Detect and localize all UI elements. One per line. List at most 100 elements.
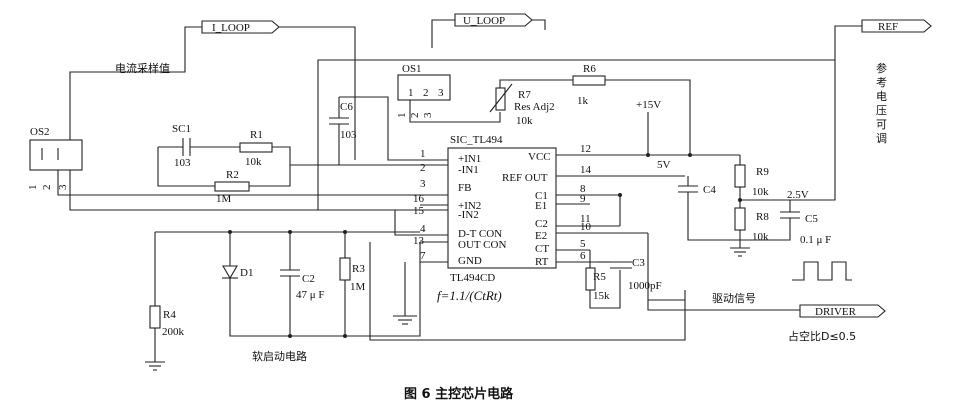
svg-text:D-T CON: D-T CON [458, 228, 502, 240]
svg-text:10k: 10k [752, 231, 769, 243]
r6-resistor: R6 1k [572, 63, 606, 107]
drive-signal-note: 驱动信号 [712, 292, 756, 305]
svg-text:1: 1 [27, 185, 39, 191]
svg-text:REF OUT: REF OUT [502, 172, 548, 184]
current-sample-note: 电流采样值 [115, 61, 170, 75]
svg-text:+IN1: +IN1 [458, 153, 481, 165]
svg-text:47 μ F: 47 μ F [296, 289, 325, 301]
svg-text:C6: C6 [340, 101, 353, 113]
r3-resistor: R3 1M [339, 257, 366, 293]
svg-text:3: 3 [420, 178, 426, 190]
svg-text:2: 2 [41, 185, 53, 191]
svg-text:3: 3 [57, 184, 69, 190]
svg-text:调: 调 [876, 132, 887, 145]
tl494-chip: SIC_TL494 TL494CD +IN1 -IN1 FB +IN2 -IN2… [447, 134, 557, 284]
svg-text:16: 16 [413, 193, 425, 205]
svg-text:R1: R1 [250, 129, 263, 141]
svg-text:OUT CON: OUT CON [458, 239, 506, 251]
svg-text:R5: R5 [593, 271, 606, 283]
svg-text:电: 电 [876, 90, 887, 103]
c5-capacitor: C5 0.1 μ F [780, 211, 831, 246]
svg-text:可: 可 [876, 118, 887, 131]
svg-text:103: 103 [174, 157, 191, 169]
v5-label: 5V [657, 159, 671, 171]
svg-text:-IN2: -IN2 [458, 209, 479, 221]
svg-text:DRIVER: DRIVER [815, 306, 857, 318]
svg-text:3: 3 [422, 112, 434, 118]
svg-text:R3: R3 [352, 263, 365, 275]
svg-text:OS1: OS1 [402, 63, 422, 75]
pwm-wave-icon [792, 261, 852, 281]
c6-capacitor: C6 103 [329, 101, 357, 141]
svg-text:U_LOOP: U_LOOP [463, 15, 505, 27]
svg-text:R7: R7 [518, 89, 531, 101]
svg-text:VCC: VCC [528, 151, 551, 163]
sc1-capacitor: SC1 103 [172, 123, 191, 169]
c4-capacitor: C4 [678, 184, 716, 196]
svg-text:10k: 10k [752, 186, 769, 198]
svg-text:考: 考 [876, 76, 887, 89]
svg-text:4: 4 [420, 223, 426, 235]
svg-text:5: 5 [580, 238, 586, 250]
r1-resistor: R1 10k [239, 129, 273, 168]
svg-text:C4: C4 [703, 184, 716, 196]
svg-text:CT: CT [535, 243, 549, 255]
svg-text:9: 9 [580, 193, 586, 205]
ground-r4 [145, 361, 165, 371]
duty-note: 占空比D≤0.5 [788, 329, 856, 343]
svg-text:15: 15 [413, 205, 425, 217]
svg-text:1M: 1M [216, 193, 232, 205]
svg-text:GND: GND [458, 255, 482, 267]
i-loop-port: I_LOOP [201, 20, 280, 34]
driver-port: DRIVER [799, 304, 886, 318]
ground-chip [393, 315, 417, 325]
ref-voltage-note: 参 考 电 压 可 调 [876, 61, 887, 145]
svg-text:1: 1 [408, 87, 414, 99]
r8-resistor: R8 10k [734, 207, 769, 243]
svg-text:1000pF: 1000pF [628, 280, 662, 292]
svg-text:13: 13 [413, 235, 425, 247]
svg-text:SIC_TL494: SIC_TL494 [450, 134, 503, 146]
os2-connector: OS2 1 2 3 [27, 126, 83, 191]
svg-text:TL494CD: TL494CD [450, 272, 495, 284]
svg-text:SC1: SC1 [172, 123, 191, 135]
r2-resistor: R2 1M [214, 169, 250, 205]
svg-text:2: 2 [423, 87, 429, 99]
svg-text:+IN2: +IN2 [458, 200, 481, 212]
svg-text:FB: FB [458, 182, 471, 194]
svg-text:3: 3 [438, 87, 444, 99]
svg-text:1: 1 [420, 148, 426, 160]
u-loop-port: U_LOOP [454, 13, 533, 27]
svg-text:C2: C2 [302, 273, 315, 285]
svg-text:C5: C5 [805, 213, 818, 225]
figure-caption: 图 6 主控芯片电路 [404, 386, 514, 402]
svg-text:R9: R9 [756, 166, 769, 178]
r5-resistor: R5 15k [585, 267, 610, 302]
svg-text:1k: 1k [577, 95, 589, 107]
svg-text:103: 103 [340, 129, 357, 141]
svg-text:15k: 15k [593, 290, 610, 302]
svg-text:2: 2 [420, 162, 426, 174]
svg-text:1M: 1M [350, 281, 366, 293]
svg-text:7: 7 [420, 250, 426, 262]
v15-label: +15V [636, 99, 661, 111]
svg-text:R4: R4 [163, 309, 176, 321]
ground-r8 [730, 247, 750, 257]
svg-text:REF: REF [878, 21, 898, 33]
svg-text:OS2: OS2 [30, 126, 50, 138]
svg-text:1: 1 [396, 113, 408, 119]
svg-text:R6: R6 [583, 63, 596, 75]
svg-text:200k: 200k [162, 326, 185, 338]
r4-resistor: R4 200k [149, 305, 185, 338]
r7-adjustable-resistor: R7 Res Adj2 10k [489, 83, 555, 127]
frequency-formula: f=1.1/(CtRt) [437, 288, 502, 303]
svg-text:2: 2 [409, 113, 421, 119]
svg-text:E1: E1 [535, 200, 547, 212]
svg-text:10k: 10k [516, 115, 533, 127]
v25-label: 2.5V [787, 189, 809, 201]
i-loop-wire [69, 26, 356, 160]
svg-text:压: 压 [876, 104, 887, 117]
svg-text:11: 11 [580, 213, 591, 225]
svg-text:10k: 10k [245, 156, 262, 168]
c3-capacitor: C3 1000pF [610, 257, 662, 292]
